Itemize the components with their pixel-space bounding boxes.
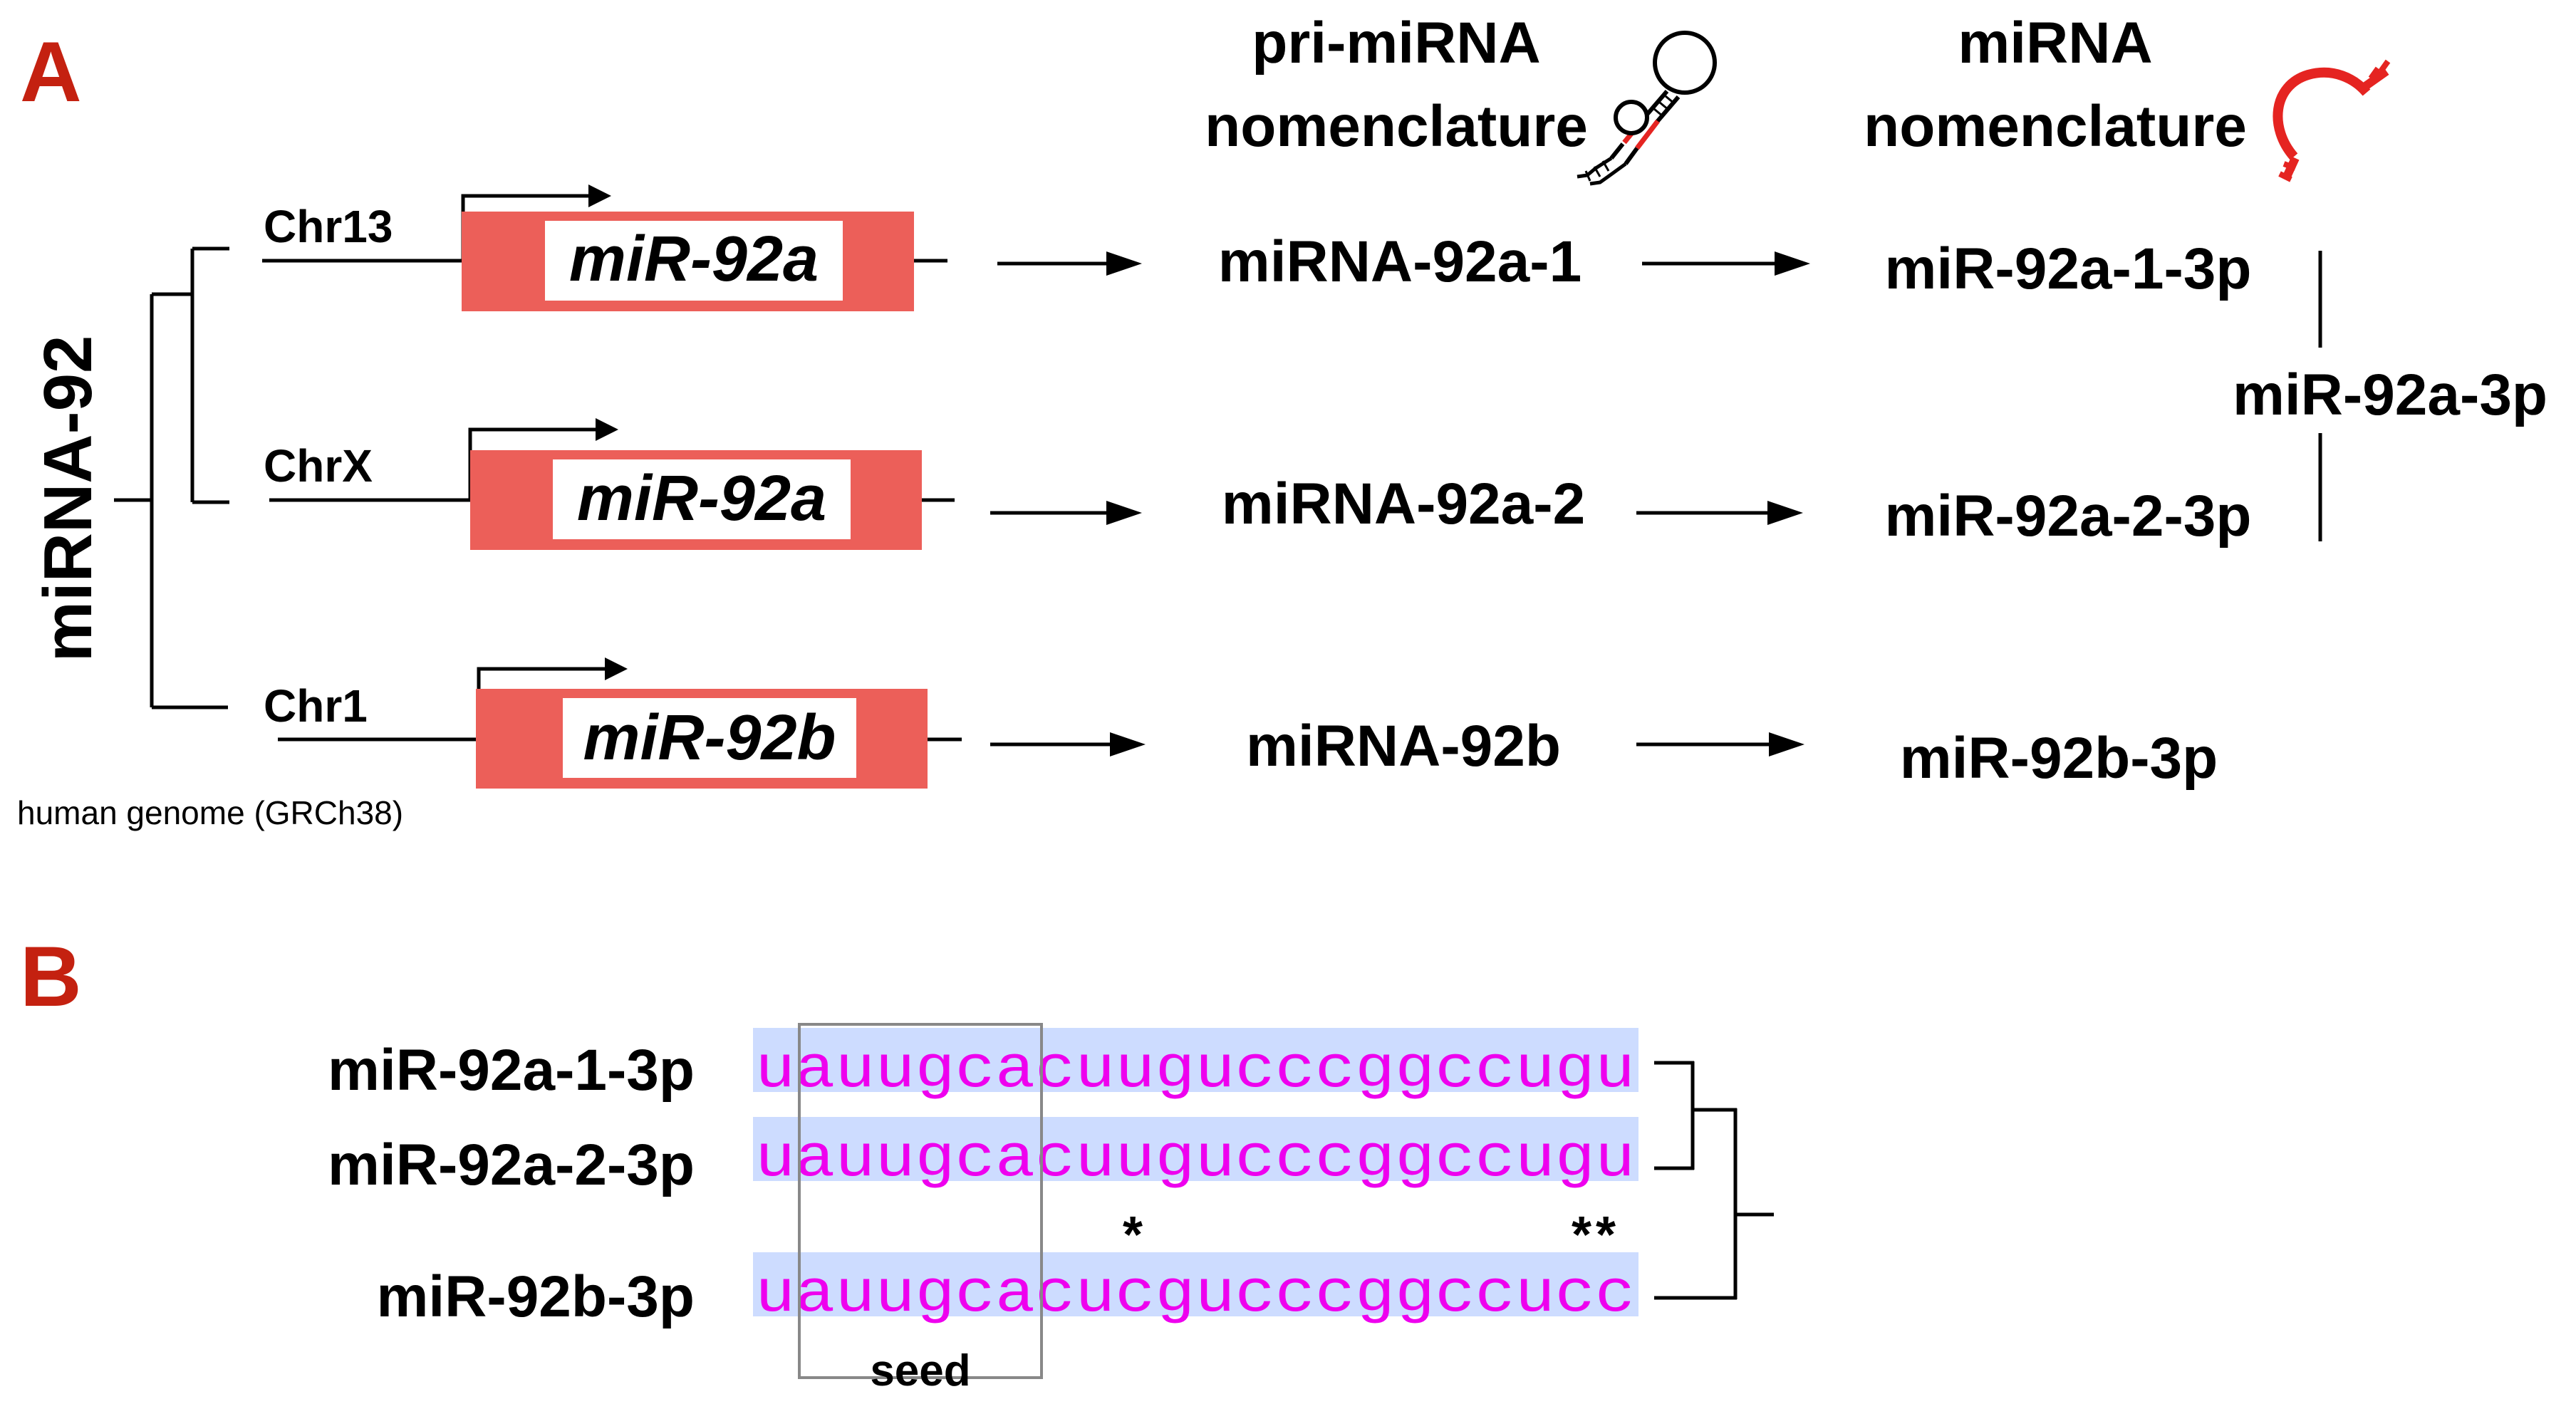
arrow-icon <box>1106 501 1142 525</box>
sequence-bg-row2 <box>753 1117 1638 1181</box>
arrow-icon <box>1767 501 1803 525</box>
mature-mirna-name: miR-92b-3p <box>1900 726 2218 791</box>
pri-mirna-header-line2: nomenclature <box>1205 94 1588 159</box>
alignment-tree-bracket <box>1654 1061 1774 1300</box>
sequence-bg-row3 <box>753 1252 1638 1316</box>
alignment-name: miR-92a-1-3p <box>328 1038 695 1103</box>
mature-mirna-icon <box>2273 59 2391 182</box>
panel-label-a: A <box>20 24 82 120</box>
tss-arrow-icon <box>588 184 611 207</box>
genome-note: human genome (GRCh38) <box>17 794 403 831</box>
gene-name: miR-92a <box>569 224 819 295</box>
chromosome-label: ChrX <box>264 440 373 492</box>
gene-name: miR-92b <box>583 702 836 774</box>
pri-mirna-header-line1: pri-miRNA <box>1252 11 1540 76</box>
chromosome-label: Chr1 <box>264 680 368 732</box>
alignment-sequence: uauugcacuugucccggccugu <box>755 1037 1635 1105</box>
gene-name: miR-92a <box>577 463 826 534</box>
alignment-sequence: uauugcacuugucccggccugu <box>755 1126 1635 1194</box>
alignment-name: miR-92a-2-3p <box>328 1133 695 1197</box>
pri-mirna-name: miRNA-92a-2 <box>1222 472 1585 536</box>
mature-mirna-name: miR-92a-2-3p <box>1885 484 2252 548</box>
merged-mature-name: miR-92a-3p <box>2233 363 2548 427</box>
mirna-header-line2: nomenclature <box>1864 94 2247 159</box>
mismatch-marker: * <box>1123 1207 1143 1264</box>
alignment-sequence: uauugcacucgucccggccucc <box>755 1262 1635 1329</box>
arrow-icon <box>1106 251 1142 276</box>
sequence-bg-row1 <box>753 1028 1638 1092</box>
mirna-header-line1: miRNA <box>1958 11 2152 76</box>
gene-row-chr1: Chr1 miR-92b miRNA-92b miR-92b-3p <box>264 657 2218 791</box>
arrow-icon <box>1775 251 1810 276</box>
seed-label: seed <box>870 1346 970 1395</box>
tss-arrow-icon <box>596 418 618 441</box>
family-label: miRNA-92 <box>30 336 106 662</box>
family-tree-bracket <box>114 246 229 709</box>
pri-mirna-name: miRNA-92b <box>1246 714 1561 779</box>
panel-label-b: B <box>20 929 82 1024</box>
arrow-icon <box>1110 732 1146 756</box>
chromosome-label: Chr13 <box>264 201 393 252</box>
mismatch-marker: ** <box>1572 1207 1620 1264</box>
pri-mirna-hairpin-icon <box>1577 31 1717 186</box>
gene-row-chr13: Chr13 miR-92a miRNA-92a-1 miR-92a-1-3p <box>262 184 2251 311</box>
seed-box <box>798 1023 1043 1379</box>
alignment-name: miR-92b-3p <box>376 1264 695 1329</box>
gene-row-chrx: ChrX miR-92a miRNA-92a-2 miR-92a-2-3p <box>264 418 2251 550</box>
mature-mirna-name: miR-92a-1-3p <box>1885 236 2252 301</box>
arrow-icon <box>1769 732 1804 756</box>
tss-arrow-icon <box>605 657 628 680</box>
pri-mirna-name: miRNA-92a-1 <box>1218 229 1582 294</box>
